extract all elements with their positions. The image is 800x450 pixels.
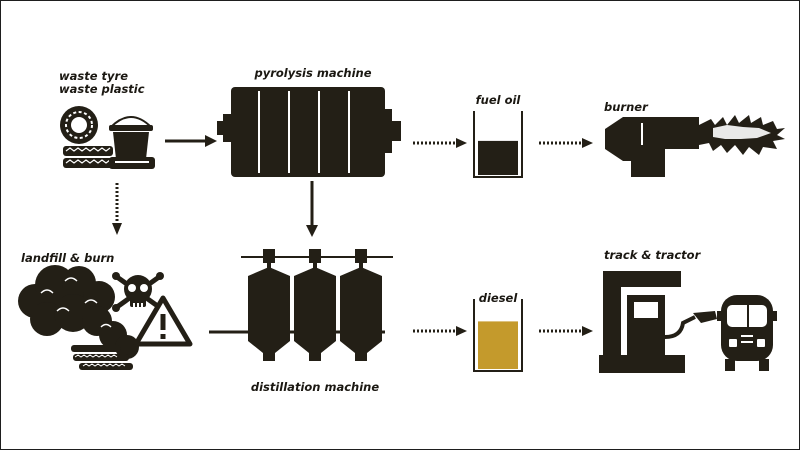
tyre-stack-icon [60, 106, 113, 168]
diesel-beaker [473, 299, 523, 372]
waste-plastic-label: waste plastic [59, 82, 145, 96]
arrow-to-pyrolysis [165, 135, 217, 147]
bus-icon [717, 295, 777, 371]
arrow-to-diesel [413, 326, 467, 336]
arrow-to-landfill [112, 183, 122, 235]
landfill-label: landfill & burn [21, 251, 115, 265]
arrow-to-vehicles [539, 326, 593, 336]
burner-flame-icon [605, 115, 785, 177]
waste-tyre-label: waste tyre [59, 69, 128, 83]
fuel-oil-beaker [473, 111, 523, 178]
arrow-to-fuel-oil [413, 138, 467, 148]
track-tractor-label: track & tractor [604, 248, 701, 262]
distillation-machine-label: distillation machine [250, 380, 380, 394]
diesel-label: diesel [478, 291, 518, 305]
fuel-pump-icon [599, 271, 717, 373]
arrow-to-burner [539, 138, 593, 148]
burner-label: burner [604, 100, 648, 114]
fuel-oil-label: fuel oil [475, 93, 521, 107]
plastic-bucket-icon [109, 116, 155, 169]
pyrolysis-machine-label: pyrolysis machine [254, 66, 372, 80]
pyrolysis-reactor-icon [217, 87, 401, 177]
distillation-towers-icon [241, 249, 393, 361]
skull-crossbones-icon [112, 272, 164, 312]
warning-triangle-icon [133, 295, 193, 347]
arrow-to-distillation [306, 181, 318, 237]
smoke-cloud-icon [18, 265, 139, 370]
